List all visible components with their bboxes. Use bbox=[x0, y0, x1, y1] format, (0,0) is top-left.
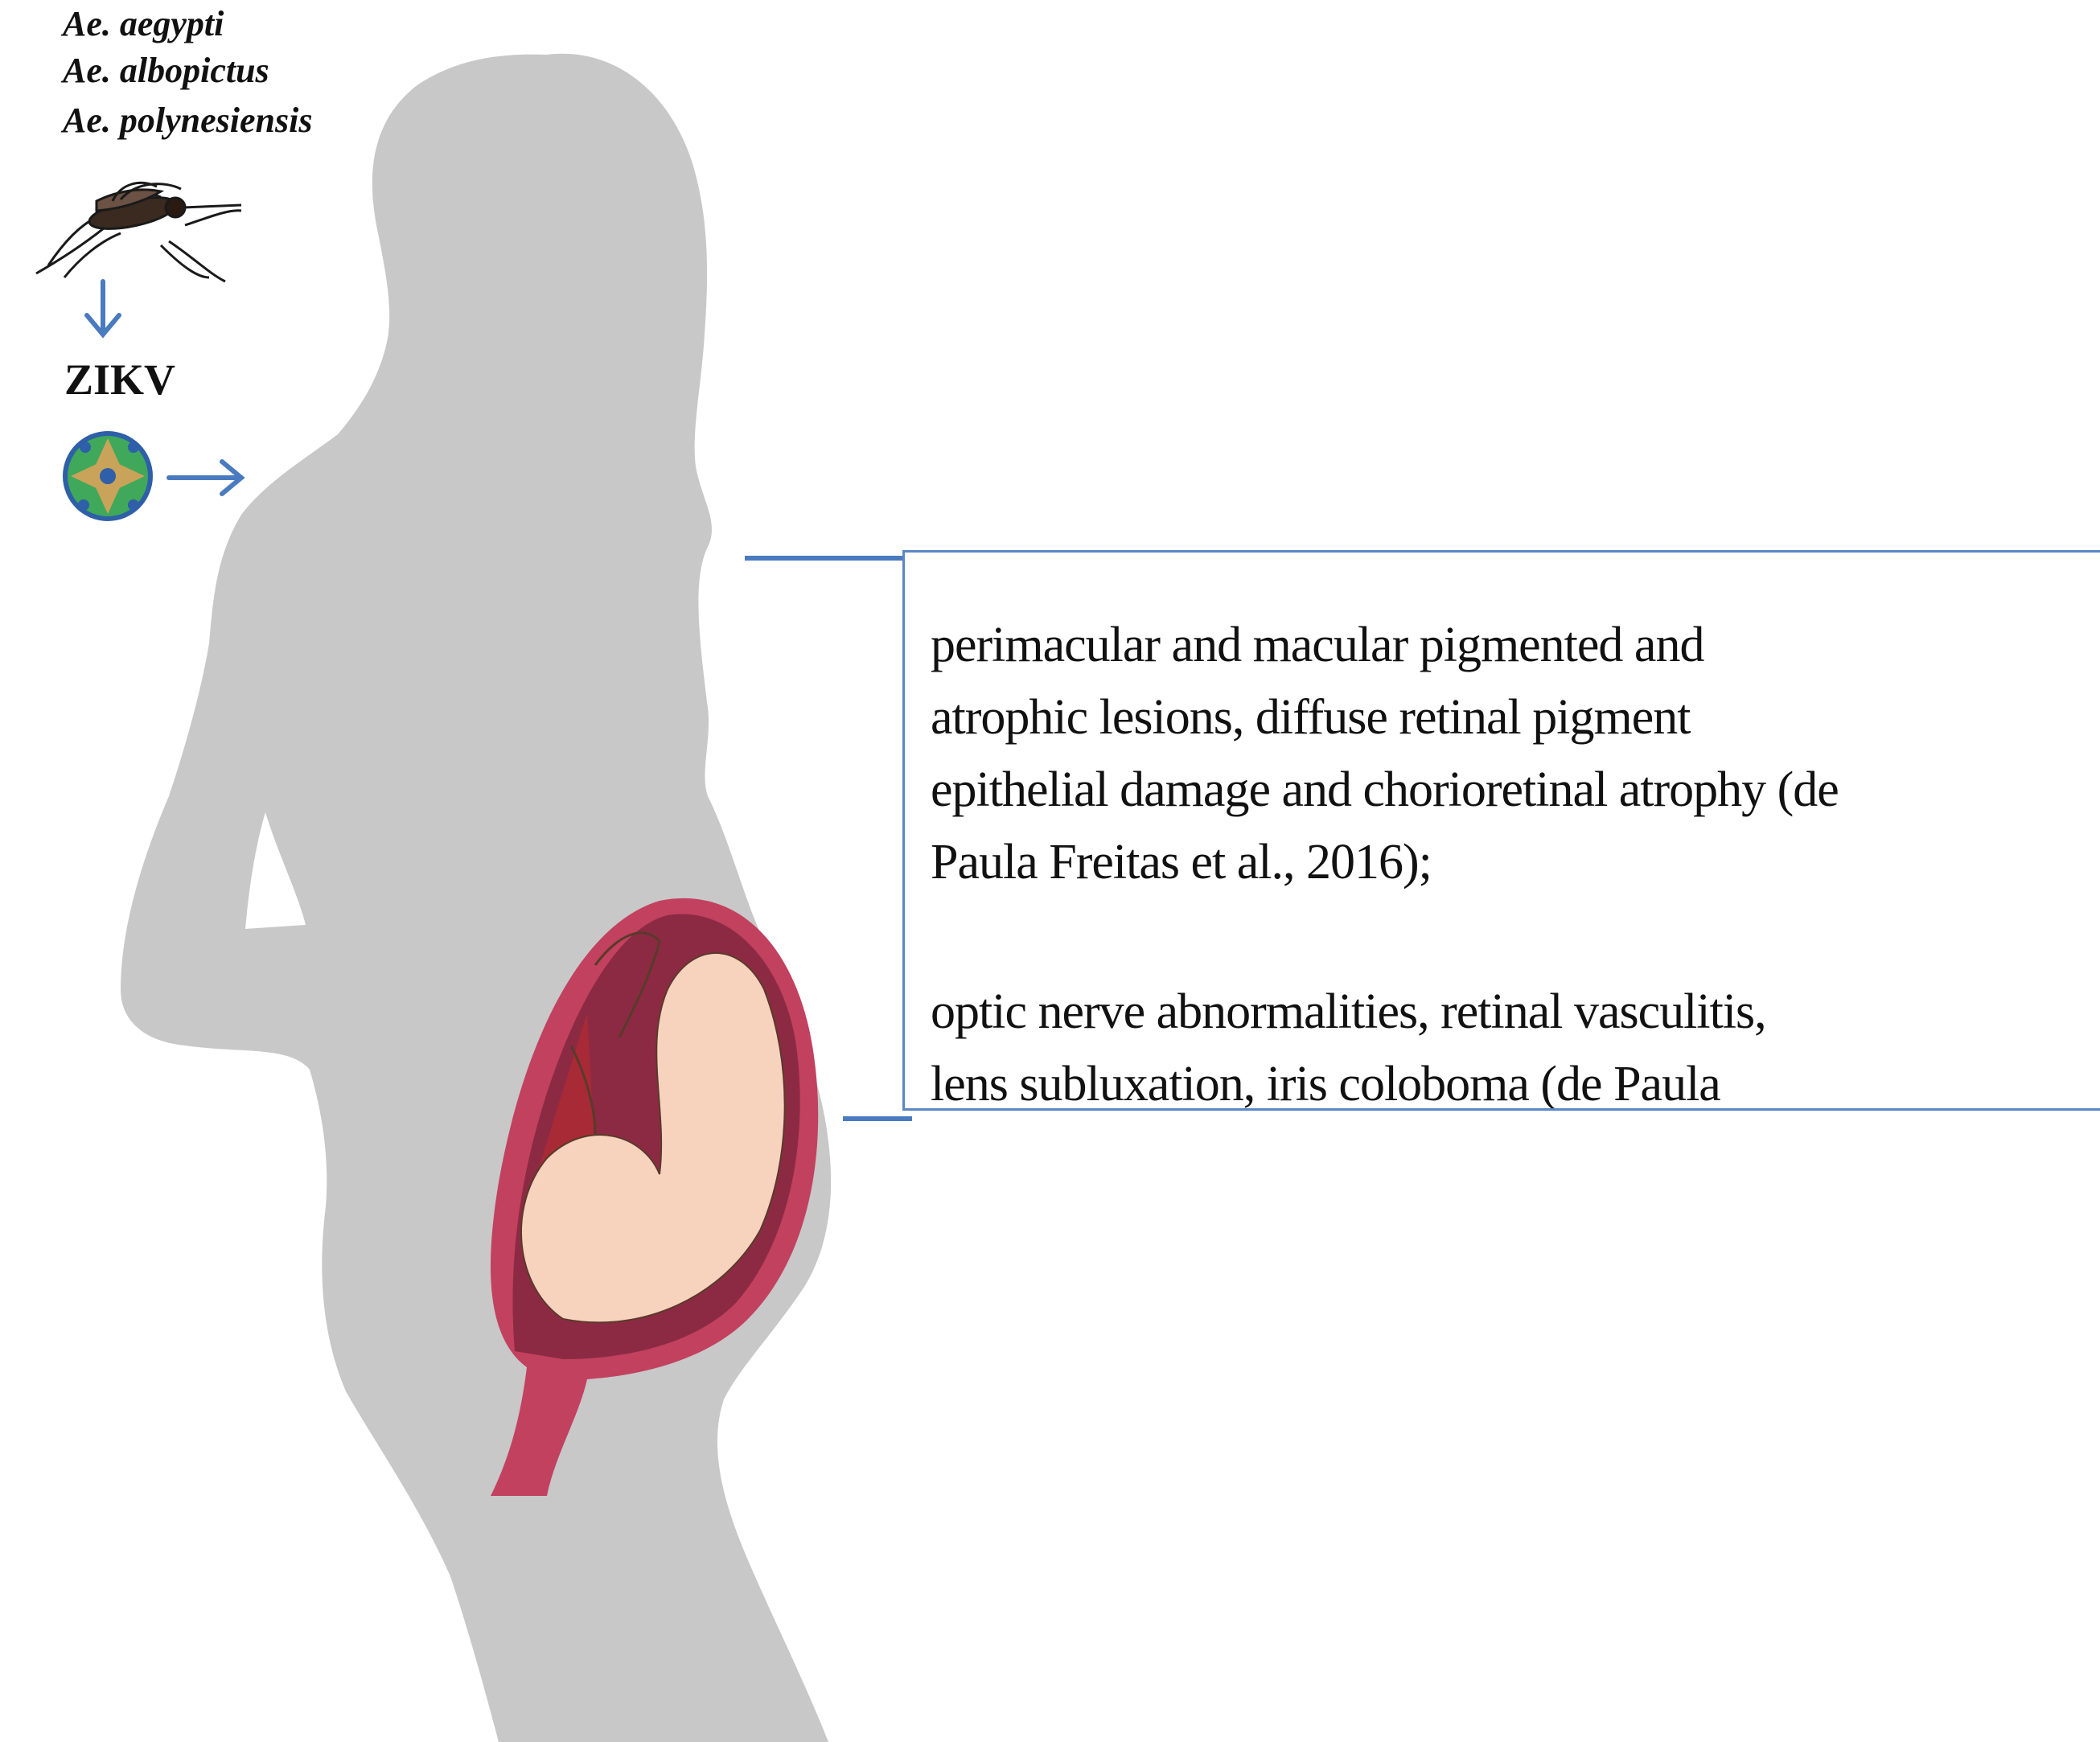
virus-particle-icon bbox=[63, 431, 153, 521]
zikv-label: ZIKV bbox=[64, 355, 175, 404]
pregnant-woman-silhouette bbox=[121, 54, 831, 1742]
species-label-polynesiensis: Ae. polynesiensis bbox=[63, 97, 312, 145]
species-label-aegypti: Ae. aegypti bbox=[63, 0, 224, 48]
mosquito-icon bbox=[36, 183, 241, 281]
finding-optic-nerve: optic nerve abnormalities, retinal vascu… bbox=[931, 976, 1847, 1111]
right-arrow bbox=[169, 462, 241, 494]
findings-textbox: perimacular and macular pigmented and at… bbox=[902, 550, 2100, 1111]
down-arrow bbox=[87, 281, 119, 335]
species-label-albopictus: Ae. albopictus bbox=[63, 47, 269, 95]
finding-retinal-lesions: perimacular and macular pigmented and at… bbox=[931, 609, 1847, 898]
